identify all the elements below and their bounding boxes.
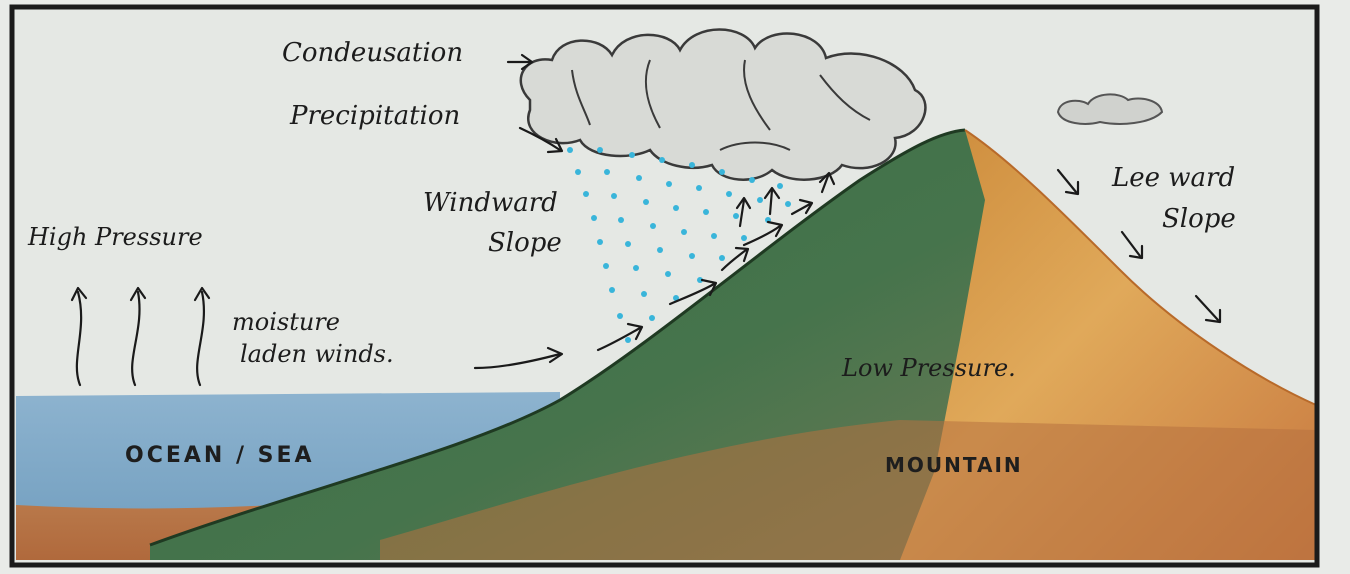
label-leeward-line1: Lee ward bbox=[1112, 165, 1235, 192]
label-windward-line1: Windward bbox=[423, 190, 558, 217]
label-ocean: OCEAN / SEA bbox=[125, 443, 315, 468]
label-low-pressure: Low Pressure. bbox=[842, 356, 1016, 381]
label-condensation: Condeusation bbox=[282, 40, 463, 67]
label-precipitation: Precipitation bbox=[290, 103, 460, 130]
label-high-pressure: High Pressure bbox=[28, 225, 203, 250]
label-windward-line2: Slope bbox=[488, 230, 562, 257]
label-moisture-line1: moisture bbox=[232, 310, 340, 335]
label-moisture-line2: laden winds. bbox=[240, 342, 394, 367]
label-leeward-line2: Slope bbox=[1162, 206, 1236, 233]
label-mountain: MOUNTAIN bbox=[885, 453, 1023, 477]
